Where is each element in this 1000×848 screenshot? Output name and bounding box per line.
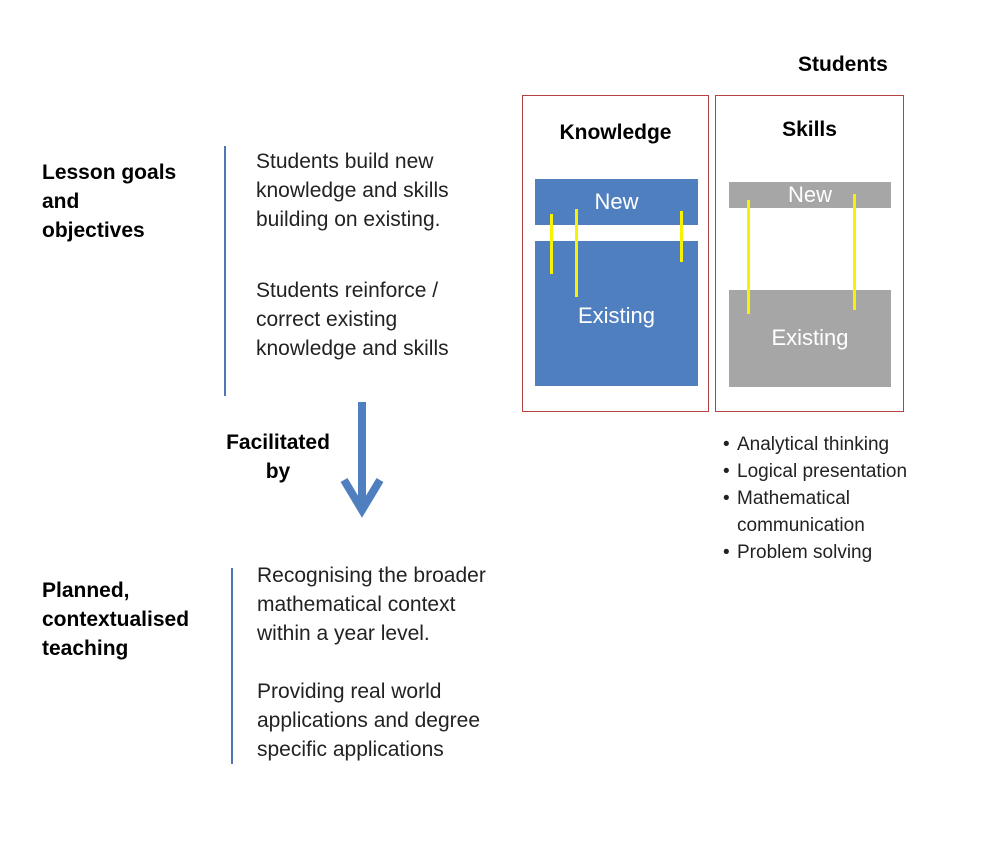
lesson-goals-heading: Lesson goals and objectives: [42, 158, 176, 245]
text-line: Students reinforce /: [256, 279, 439, 302]
skills-existing-label: Existing: [771, 325, 849, 350]
goals-divider: [224, 146, 226, 396]
heading-line: Lesson goals: [42, 161, 177, 184]
skills-link-line: [853, 194, 856, 310]
text-line: within a year level.: [257, 622, 430, 645]
heading-line: objectives: [42, 219, 145, 242]
skills-card: Skills New Existing: [715, 95, 904, 412]
text-line: correct existing: [256, 308, 398, 331]
knowledge-new-bar: [535, 179, 698, 225]
knowledge-existing-bar: [535, 241, 698, 386]
heading-line: by: [265, 460, 291, 483]
knowledge-title: Knowledge: [559, 121, 672, 144]
teaching-point-2: Providing real world applications and de…: [257, 677, 480, 764]
heading-line: Facilitated: [226, 431, 330, 454]
knowledge-card: Knowledge New Existing: [522, 95, 709, 412]
goal-point-2: Students reinforce / correct existing kn…: [256, 276, 449, 363]
text-line: Providing real world: [257, 680, 442, 703]
text-line: specific applications: [257, 738, 444, 761]
text-line: Students build new: [256, 150, 434, 173]
text-line: knowledge and skills: [256, 179, 449, 202]
knowledge-new-label: New: [594, 189, 639, 214]
skills-new-bar: [729, 182, 891, 208]
text-line: knowledge and skills: [256, 337, 449, 360]
knowledge-existing-label: Existing: [577, 303, 656, 328]
skills-title: Skills: [782, 118, 837, 141]
text-line: mathematical context: [257, 593, 456, 616]
heading-line: and: [42, 190, 80, 213]
teaching-divider: [231, 568, 233, 764]
text-line: Recognising the broader: [257, 564, 486, 587]
heading-line: Planned,: [42, 579, 130, 602]
down-arrow-icon: [340, 402, 384, 518]
teaching-heading: Planned, contextualised teaching: [42, 576, 189, 663]
skill-list: Analytical thinking Logical presentation…: [723, 431, 983, 566]
heading-line: contextualised: [42, 608, 190, 631]
skills-existing-bar: [729, 290, 891, 387]
text-line: building on existing.: [256, 208, 441, 231]
list-item: Logical presentation: [723, 458, 983, 485]
list-item: Mathematical communication: [723, 485, 912, 539]
students-label: Students: [798, 53, 888, 76]
list-item: Analytical thinking: [723, 431, 983, 458]
list-item: Problem solving: [723, 539, 983, 566]
knowledge-link-line: [550, 214, 553, 274]
skills-new-label: New: [787, 182, 832, 207]
goal-point-1: Students build new knowledge and skills …: [256, 147, 449, 234]
facilitated-by-label: Facilitated by: [219, 428, 337, 486]
skills-link-line: [747, 200, 750, 314]
heading-line: teaching: [42, 637, 129, 660]
knowledge-link-line: [575, 209, 578, 297]
text-line: applications and degree: [257, 709, 481, 732]
knowledge-link-line: [680, 211, 683, 262]
teaching-point-1: Recognising the broader mathematical con…: [257, 561, 486, 648]
